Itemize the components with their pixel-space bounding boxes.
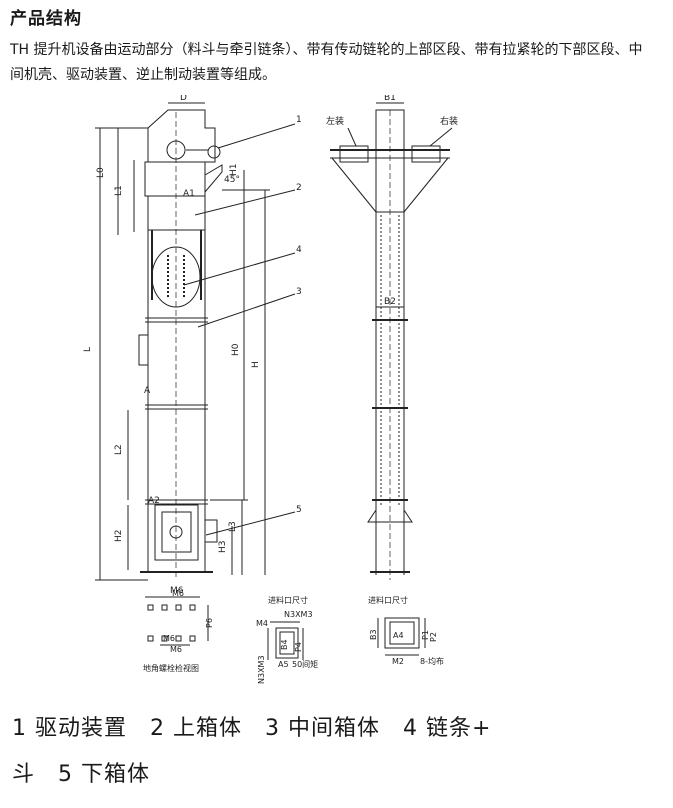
intro-paragraph: TH 提升机设备由运动部分（料斗与牵引链条）、带有传动链轮的上部区段、带有拉紧轮… [10,42,643,83]
parts-legend: 1 驱动装置 2 上箱体 3 中间箱体 4 链条+ 斗 5 下箱体 [12,706,652,798]
svg-text:B4: B4 [280,639,289,650]
section-title: 产品结构 [10,9,82,29]
inlet-right-view [377,617,426,656]
legend-line-1: 1 驱动装置 2 上箱体 3 中间箱体 4 链条+ [12,716,492,741]
elevator-structure-diagram: D L0 L1 A1 H1 45° L H0 H A L2 A2 L3 H2 H… [83,95,458,684]
anchor-view-caption: 地角螺栓检视图 [143,663,199,673]
boot-frame [154,504,199,561]
inlet-left-title: 进料口尺寸 [268,595,308,605]
dim-l1: L1 [114,185,124,196]
svg-text:N3XM3: N3XM3 [284,610,313,619]
dim-h2: H2 [114,530,124,543]
dim-d: D [180,95,187,103]
inlet-left-view [267,621,304,660]
svg-text:M6: M6 [163,634,175,643]
svg-text:M4: M4 [256,619,268,628]
take-up-wheel [169,525,183,539]
dim-h0: H0 [231,343,241,356]
inlet-right-title: 进料口尺寸 [368,595,408,605]
svg-text:B3: B3 [369,629,378,640]
dim-45: 45° [224,175,240,185]
dim-a2: A2 [148,496,160,506]
svg-text:M6: M6 [172,589,184,598]
dim-a: A [144,386,151,396]
legend-line-2: 斗 5 下箱体 [12,762,150,787]
dim-a1: A1 [183,189,195,199]
dim-l: L [83,347,93,352]
label-right-mount: 右装 [440,115,458,127]
head-housing [147,109,216,163]
part-number-5: 5 [296,505,302,515]
dim-l0: L0 [96,167,106,178]
svg-text:N3XM3: N3XM3 [257,655,266,684]
part-number-3: 3 [296,287,302,297]
svg-text:8-均布: 8-均布 [420,656,444,666]
part-number-2: 2 [296,183,302,193]
svg-text:A5: A5 [278,660,289,669]
anchor-bolt-view [145,596,209,646]
dim-l2: L2 [114,444,124,455]
svg-text:A4: A4 [393,631,404,640]
part-number-4: 4 [296,245,302,255]
svg-text:50间矩: 50间矩 [292,659,318,669]
head-frame [144,161,206,197]
dim-l3: L3 [228,521,238,532]
part-number-1: 1 [296,115,302,125]
svg-text:M6: M6 [170,645,182,654]
dim-h: H [251,361,261,368]
dim-h1: H1 [229,164,239,177]
svg-text:M2: M2 [392,657,404,666]
dim-m6-top: M6 [170,586,184,596]
discharge-chute [204,164,223,193]
dim-b1: B1 [384,95,396,103]
dim-h3: H3 [218,541,228,554]
svg-text:P1: P1 [421,630,430,640]
svg-text:P6: P6 [205,618,214,628]
svg-text:P4: P4 [294,642,303,652]
dim-b2: B2 [384,297,396,307]
svg-text:P2: P2 [429,632,438,642]
label-left-mount: 左装 [326,115,344,127]
